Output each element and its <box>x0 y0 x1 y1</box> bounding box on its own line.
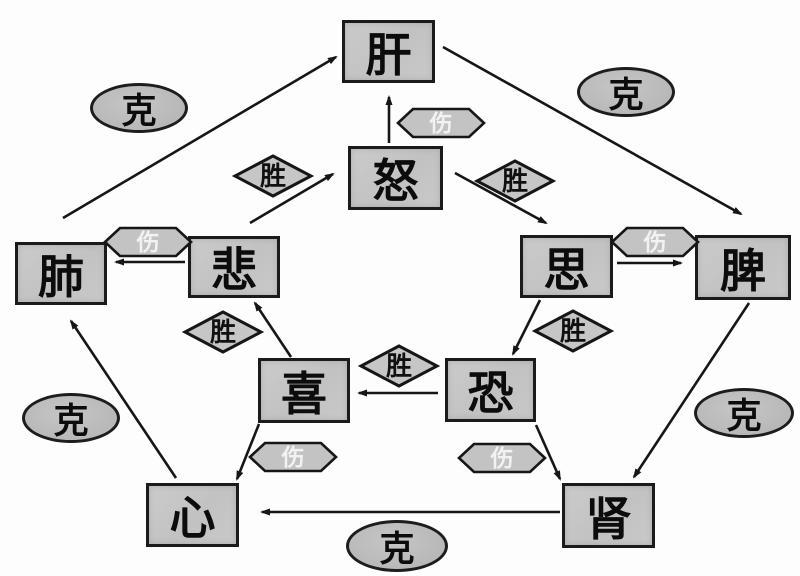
arrow-spleen-to-kidney <box>632 302 751 479</box>
hexagon-shape <box>396 107 486 139</box>
injure-label: 伤 <box>490 446 514 472</box>
node-box-joy: 喜 <box>258 358 350 423</box>
overcome-badge-thought-fear: 胜 <box>531 309 615 353</box>
injure-label: 伤 <box>136 230 160 256</box>
restrain-badge-top-right: 克 <box>577 67 675 117</box>
arrow-sadness-to-anger <box>249 172 335 225</box>
restrain-label: 克 <box>379 529 415 570</box>
hexagon-shape <box>457 442 547 474</box>
injure-label: 伤 <box>643 230 667 256</box>
node-label-kidney: 肾 <box>585 491 632 546</box>
overcome-label: 胜 <box>502 167 528 197</box>
node-label-anger: 怒 <box>372 154 419 208</box>
injure-label: 伤 <box>281 445 305 471</box>
overcome-label: 胜 <box>386 352 412 382</box>
node-label-joy: 喜 <box>281 366 327 421</box>
node-box-thought: 思 <box>520 235 613 298</box>
node-box-anger: 怒 <box>348 146 443 210</box>
hexagon-shape <box>248 441 338 473</box>
overcome-badge-joy-sadness: 胜 <box>181 310 265 354</box>
arrow-joy-injures-heart <box>235 423 261 481</box>
overcome-label: 胜 <box>560 317 586 347</box>
arrow-anger-to-thought <box>454 171 548 225</box>
arrow-heart-to-lung <box>69 319 178 479</box>
overcome-badge-anger-thought: 胜 <box>473 159 557 203</box>
restrain-badge-bottom: 克 <box>346 520 448 572</box>
node-label-thought: 思 <box>543 242 590 297</box>
restrain-label: 克 <box>726 396 762 437</box>
diamond-shape <box>473 159 557 203</box>
restrain-badge-right: 克 <box>694 388 794 438</box>
arrow-thought-to-fear <box>511 299 542 356</box>
injure-badge-thought-spleen: 伤 <box>610 226 700 258</box>
restrain-label: 克 <box>121 91 157 132</box>
node-label-sadness: 悲 <box>211 243 257 297</box>
diamond-shape <box>181 310 265 354</box>
restrain-badge-top-left: 克 <box>90 83 188 133</box>
restrain-label: 克 <box>53 401 89 442</box>
node-label-fear: 恐 <box>467 366 514 420</box>
arrow-lung-to-liver <box>62 55 338 220</box>
injure-badge-joy-heart: 伤 <box>248 441 338 473</box>
node-label-liver: 肝 <box>365 27 412 82</box>
node-box-kidney: 肾 <box>562 483 655 548</box>
overcome-badge-fear-joy: 胜 <box>357 344 441 388</box>
node-box-lung: 肺 <box>15 242 107 305</box>
diamond-shape <box>357 344 441 388</box>
overcome-label: 胜 <box>260 162 286 192</box>
node-box-sadness: 悲 <box>188 236 280 298</box>
node-box-spleen: 脾 <box>695 235 791 300</box>
overcome-badge-sadness-anger: 胜 <box>231 154 315 198</box>
node-box-heart: 心 <box>146 483 239 547</box>
node-label-spleen: 脾 <box>720 243 766 298</box>
restrain-label: 克 <box>608 75 644 116</box>
hexagon-shape <box>103 226 193 258</box>
diamond-shape <box>531 309 615 353</box>
node-label-heart: 心 <box>169 491 216 545</box>
node-label-lung: 肺 <box>38 249 84 304</box>
injure-label: 伤 <box>429 111 453 137</box>
arrow-liver-to-spleen <box>442 45 743 216</box>
diamond-shape <box>231 154 315 198</box>
node-box-liver: 肝 <box>342 20 435 83</box>
restrain-badge-left: 克 <box>22 393 120 443</box>
arrow-fear-injures-kidney <box>534 424 562 481</box>
injure-badge-fear-kidney: 伤 <box>457 442 547 474</box>
arrow-joy-to-sadness <box>253 301 293 358</box>
injure-badge-sadness-lung: 伤 <box>103 226 193 258</box>
injure-badge-anger-liver: 伤 <box>396 107 486 139</box>
hexagon-shape <box>610 226 700 258</box>
node-box-fear: 恐 <box>445 358 536 422</box>
overcome-label: 胜 <box>210 318 236 348</box>
